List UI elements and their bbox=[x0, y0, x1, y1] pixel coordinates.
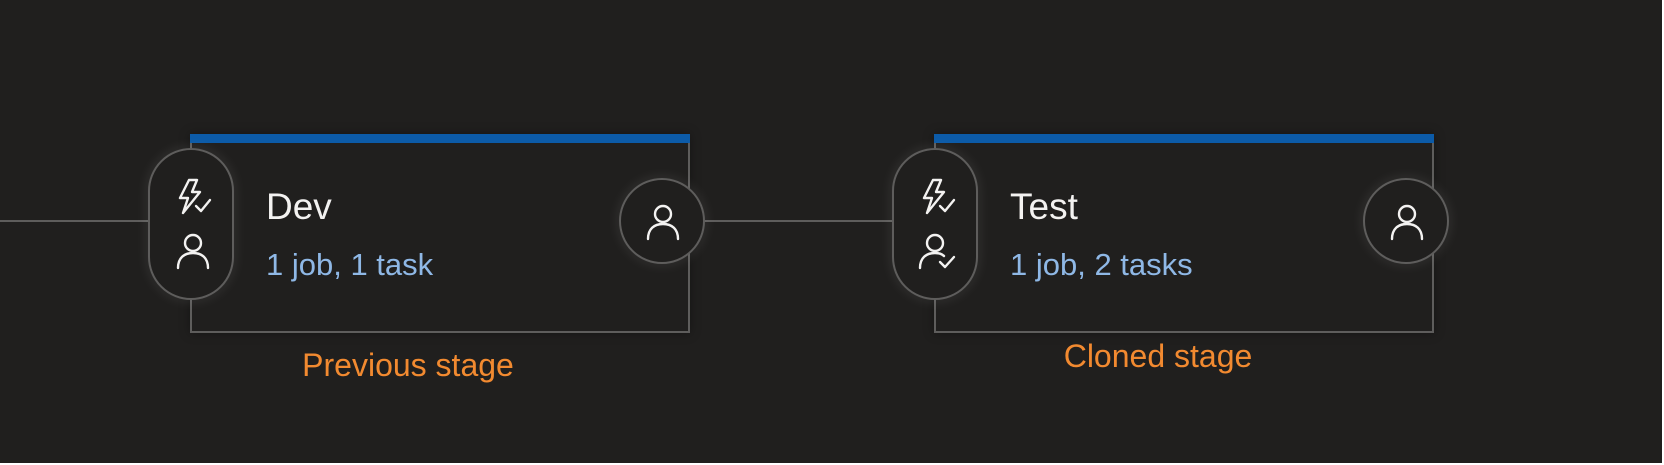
stage-connector bbox=[700, 220, 896, 222]
post-deployment-conditions-button[interactable] bbox=[1363, 178, 1449, 264]
person-icon bbox=[172, 230, 214, 272]
pre-deployment-conditions-button[interactable] bbox=[148, 148, 234, 300]
stage-card-test[interactable] bbox=[934, 134, 1434, 333]
pre-deployment-conditions-button[interactable] bbox=[892, 148, 978, 300]
lightning-check-icon bbox=[916, 176, 958, 218]
post-deployment-conditions-button[interactable] bbox=[619, 178, 705, 264]
stage-tasks-link[interactable]: 1 job, 2 tasks bbox=[1010, 247, 1193, 282]
lightning-check-icon bbox=[172, 176, 214, 218]
previous-stage-annotation: Previous stage bbox=[302, 347, 514, 383]
stage-tasks-link[interactable]: 1 job, 1 task bbox=[266, 247, 434, 282]
stage-accent-bar bbox=[190, 134, 690, 143]
stage-name[interactable]: Dev bbox=[266, 186, 332, 227]
stage-name[interactable]: Test bbox=[1010, 186, 1078, 227]
incoming-connector bbox=[0, 220, 152, 222]
stage-card-dev[interactable] bbox=[190, 134, 690, 333]
stage-accent-bar bbox=[934, 134, 1434, 143]
person-icon bbox=[642, 201, 684, 243]
person-check-icon bbox=[916, 230, 958, 272]
cloned-stage-annotation: Cloned stage bbox=[1063, 338, 1253, 374]
person-icon bbox=[1386, 201, 1428, 243]
